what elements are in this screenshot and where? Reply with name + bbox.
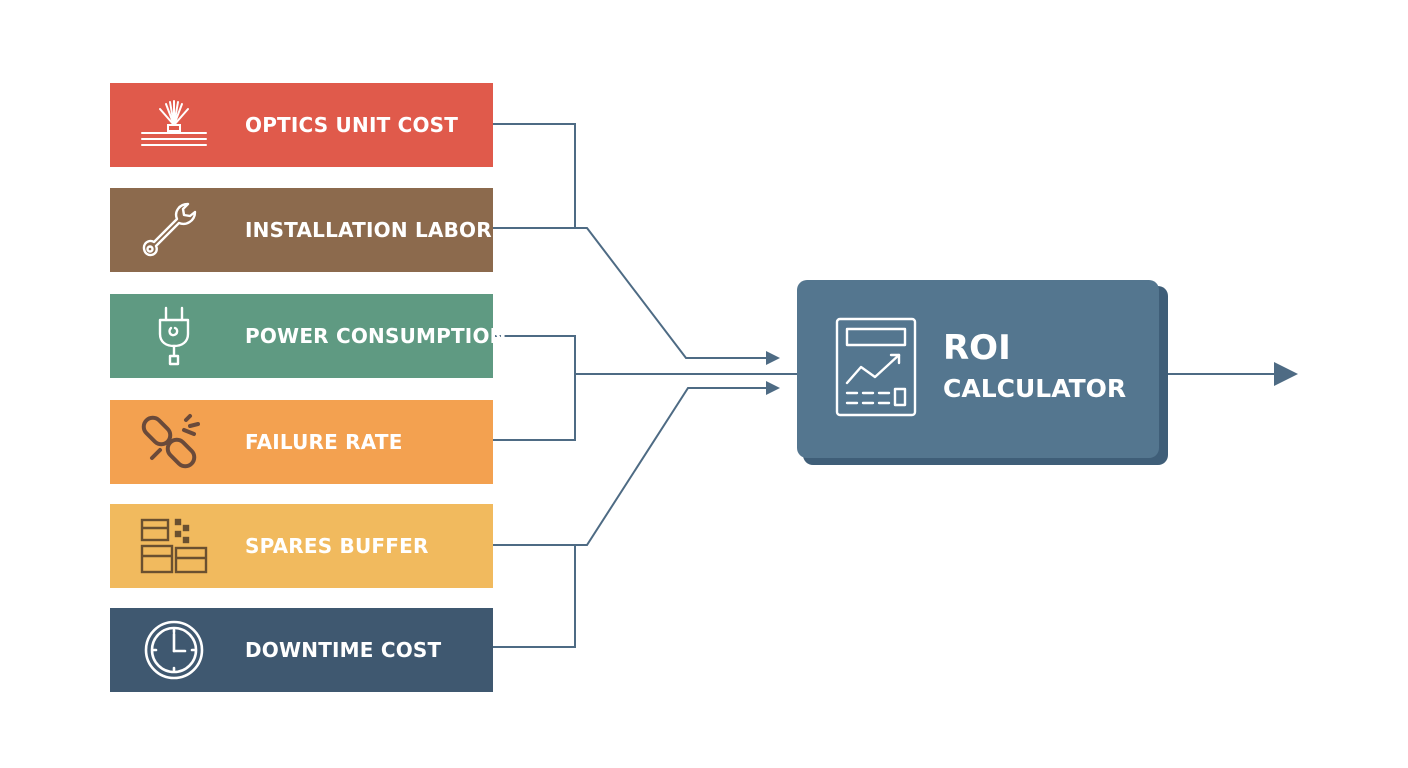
input-installation-labor: INSTALLATION LABOR	[110, 188, 493, 272]
input-label: SPARES BUFFER	[245, 534, 429, 558]
input-optics-unit-cost: OPTICS UNIT COST	[110, 83, 493, 167]
input-downtime-cost: DOWNTIME COST	[110, 608, 493, 692]
input-label: DOWNTIME COST	[245, 638, 442, 662]
arrowhead-output	[1274, 362, 1298, 386]
roi-subtitle: CALCULATOR	[943, 374, 1127, 403]
connector-optics	[493, 123, 576, 228]
input-power-consumption: POWER CONSUMPTION	[110, 294, 506, 378]
fiber-optic-icon	[138, 95, 210, 155]
input-failure-rate: FAILURE RATE	[110, 400, 493, 484]
connector-installation	[493, 227, 768, 359]
broken-chain-icon	[138, 412, 210, 472]
input-label: OPTICS UNIT COST	[245, 113, 459, 137]
boxes-icon	[138, 516, 210, 576]
clock-icon	[138, 620, 210, 680]
roi-calculator-box: ROI CALCULATOR	[797, 280, 1159, 458]
connector-downtime	[493, 545, 576, 648]
power-plug-icon	[138, 306, 210, 366]
input-label: FAILURE RATE	[245, 430, 403, 454]
roi-title: ROI	[943, 328, 1011, 368]
connector-power	[493, 335, 576, 441]
wrench-icon	[138, 200, 210, 260]
connector-spares	[493, 387, 768, 546]
input-label: POWER CONSUMPTION	[245, 324, 507, 348]
input-label: INSTALLATION LABOR	[245, 218, 492, 242]
input-spares-buffer: SPARES BUFFER	[110, 504, 493, 588]
arrowhead-top	[766, 351, 780, 365]
arrowhead-bottom	[766, 381, 780, 395]
calculator-chart-icon	[835, 317, 917, 417]
